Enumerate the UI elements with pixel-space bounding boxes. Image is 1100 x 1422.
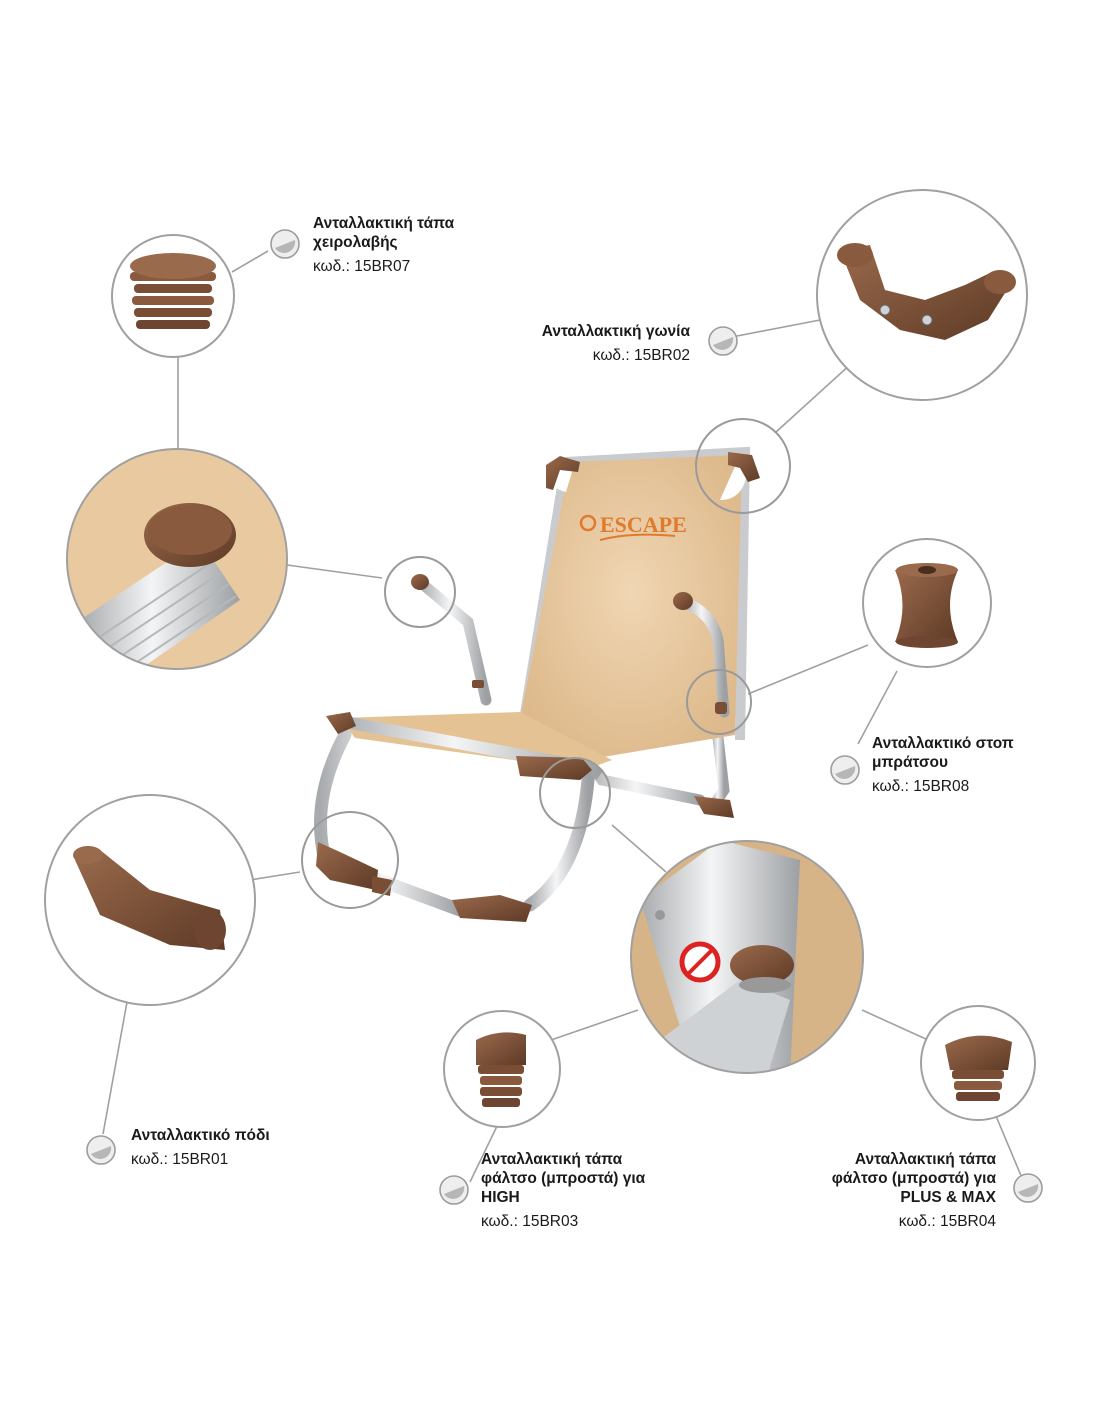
label-15BR03-code: κωδ.: 15BR03 [481,1213,579,1230]
label-15BR01-code: κωδ.: 15BR01 [131,1151,229,1168]
label-15BR03-title-2: φάλτσο (μπροστά) για [481,1170,646,1187]
label-15BR08-code: κωδ.: 15BR08 [872,778,970,795]
bullet-15BR04 [1013,1173,1043,1203]
label-15BR03-title-1: Ανταλλακτική τάπα [481,1151,623,1168]
detail-handle-zoom [66,448,288,670]
label-15BR04-title-3: PLUS & MAX [900,1189,996,1206]
label-15BR01-title-1: Ανταλλακτικό πόδι [131,1127,270,1144]
detail-mechanism-zoom [630,840,864,1074]
label-15BR02-title-1: Ανταλλακτική γωνία [541,323,690,340]
label-15BR03: Ανταλλακτική τάπα φάλτσο (μπροστά) για H… [481,1150,645,1231]
label-15BR07-code: κωδ.: 15BR07 [313,258,411,275]
detail-15BR01 [44,794,256,1006]
label-15BR04-code: κωδ.: 15BR04 [898,1213,996,1230]
label-15BR03-title-3: HIGH [481,1189,520,1206]
label-15BR04-title-1: Ανταλλακτική τάπα [854,1151,996,1168]
detail-15BR03 [443,1010,561,1128]
detail-15BR02 [816,189,1028,401]
label-15BR08: Ανταλλακτικό στοπ μπράτσου κωδ.: 15BR08 [872,734,1014,796]
label-15BR04: Ανταλλακτική τάπα φάλτσο (μπροστά) για P… [770,1150,996,1231]
detail-15BR08 [862,538,992,668]
bullet-15BR07 [270,229,300,259]
bullet-15BR03 [439,1175,469,1205]
label-15BR01: Ανταλλακτικό πόδι κωδ.: 15BR01 [131,1126,270,1169]
label-15BR02: Ανταλλακτική γωνία κωδ.: 15BR02 [480,322,690,365]
bullet-markers [86,229,1043,1205]
label-15BR07: Ανταλλακτική τάπα χειρολαβής κωδ.: 15BR0… [313,214,454,276]
escape-logo-text: ESCAPE [600,512,687,537]
label-15BR08-title-2: μπράτσου [872,754,949,771]
detail-15BR04 [920,1005,1036,1121]
highlight-rings [301,418,791,909]
bullet-15BR01 [86,1135,116,1165]
backrest-fabric [520,455,742,760]
label-15BR07-title-1: Ανταλλακτική τάπα [313,215,455,232]
bullet-15BR08 [830,755,860,785]
label-15BR07-title-2: χειρολαβής [313,234,398,251]
bullet-15BR02 [708,326,738,356]
detail-15BR07 [111,234,235,358]
label-15BR02-code: κωδ.: 15BR02 [592,347,690,364]
escape-logo: ESCAPE [579,512,687,541]
beach-chair: ESCAPE [314,446,760,922]
connector-lines [102,250,1023,1183]
label-15BR08-title-1: Ανταλλακτικό στοπ [872,735,1014,752]
label-15BR04-title-2: φάλτσο (μπροστά) για [831,1170,996,1187]
